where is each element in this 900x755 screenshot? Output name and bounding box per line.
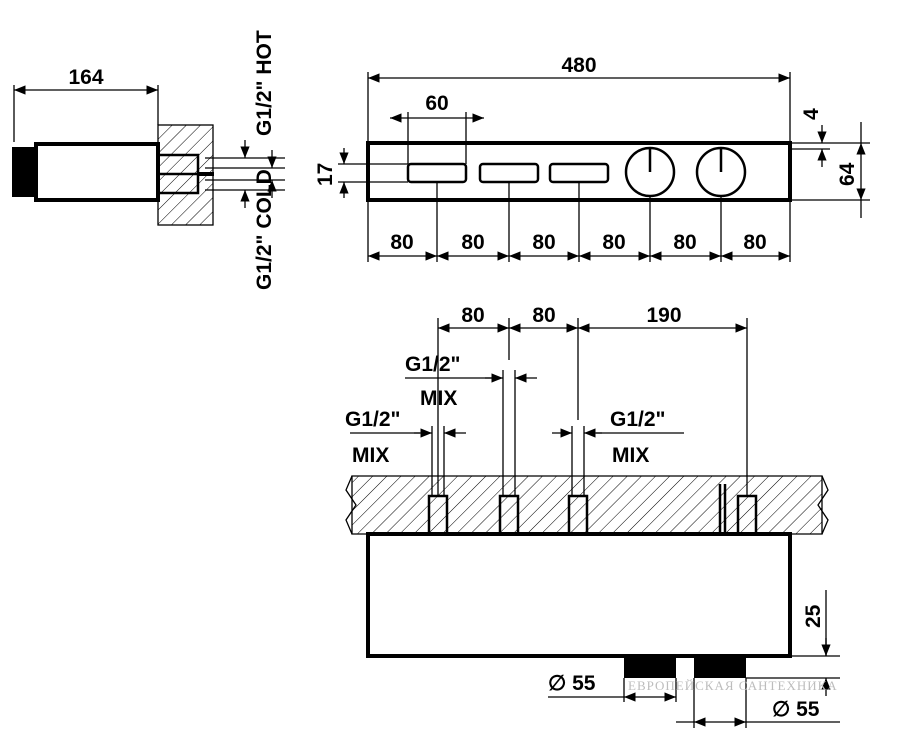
outlet-2 <box>694 656 746 678</box>
spacing-dimension-4: 80 <box>602 231 625 254</box>
pitch-dimension-1: 80 <box>461 304 484 327</box>
cold-connection-label: G1/2" COLD <box>253 169 276 290</box>
side-width-dimension: 164 <box>68 66 103 89</box>
diameter-dimension-2: ∅ 55 <box>772 698 820 721</box>
button-3 <box>548 162 610 184</box>
depth-dimension: 25 <box>802 604 825 628</box>
spacing-dimension-1: 80 <box>390 231 413 254</box>
spacing-dimension-5: 80 <box>673 231 696 254</box>
mix-label-1-type: MIX <box>352 444 389 467</box>
button-2 <box>478 162 540 184</box>
spacing-dimension-2: 80 <box>461 231 484 254</box>
pitch-dimension-2: 80 <box>532 304 555 327</box>
install-body <box>366 532 792 658</box>
pitch-dimension-3: 190 <box>646 304 681 327</box>
outlet-1 <box>624 656 676 678</box>
button-width-dimension: 60 <box>425 92 448 115</box>
installation-view: 80 80 190 G1/2" MIX G1/2" MIX G1/2" MIX <box>345 304 840 728</box>
mix-label-2-size: G1/2" <box>405 353 460 376</box>
side-view: 164 G1/2" HOT G1/2" COLD <box>12 30 285 290</box>
spacing-dimension-3: 80 <box>532 231 555 254</box>
panel-height-dimension: 64 <box>836 162 859 186</box>
front-view: 480 60 17 4 64 <box>314 54 870 262</box>
top-offset-dimension: 4 <box>800 108 823 120</box>
side-knob <box>12 147 36 197</box>
watermark-text: ЕВРОПЕЙСКАЯ САНТЕХНИКА <box>628 678 838 693</box>
side-body <box>34 142 160 202</box>
diameter-dimension-1: ∅ 55 <box>548 672 596 695</box>
mix-label-3-type: MIX <box>612 444 649 467</box>
button-1 <box>406 162 468 184</box>
spacing-dimension-row: 80 80 80 80 80 80 <box>367 182 791 262</box>
button-height-dimension: 17 <box>314 163 337 186</box>
mix-label-1-size: G1/2" <box>345 408 400 431</box>
total-width-dimension: 480 <box>561 54 596 77</box>
spacing-dimension-6: 80 <box>743 231 766 254</box>
mix-label-2-type: MIX <box>420 387 457 410</box>
mix-label-3-size: G1/2" <box>610 408 665 431</box>
hot-connection-label: G1/2" HOT <box>253 30 276 136</box>
